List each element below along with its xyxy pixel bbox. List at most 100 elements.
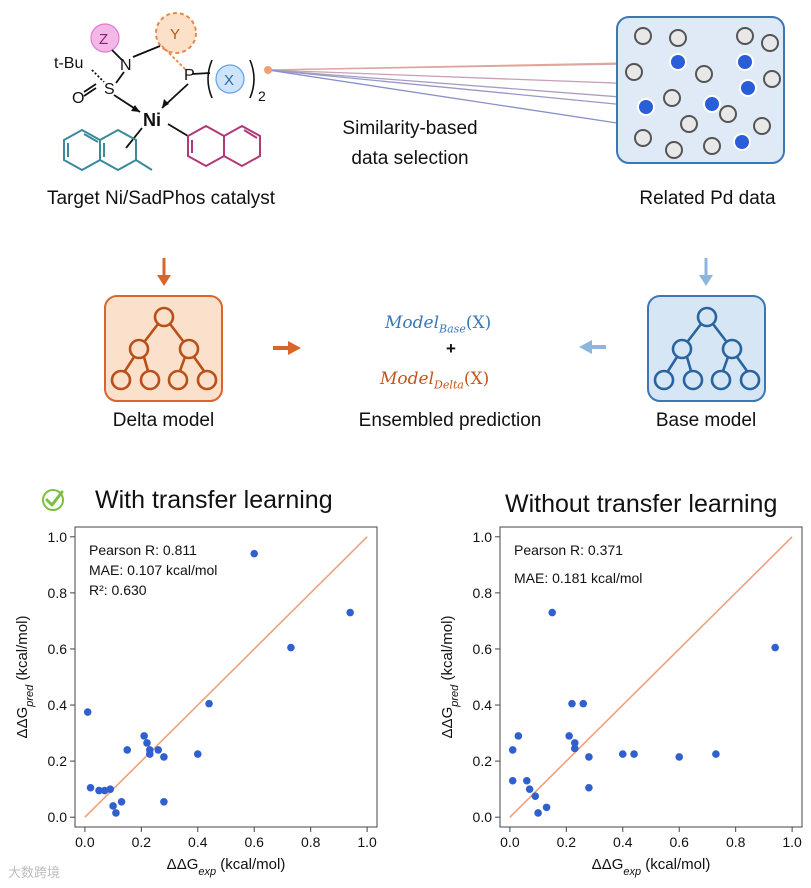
y-tick-label: 0.2 <box>473 753 493 769</box>
data-point <box>205 699 213 708</box>
y-tick-label: 0.0 <box>473 809 493 825</box>
y-tick-label: 0.6 <box>48 641 68 657</box>
o-label: O <box>72 90 84 107</box>
y-tick-label: 0.0 <box>48 809 68 825</box>
x-tick-label: 0.4 <box>613 834 633 850</box>
x-tick-label: 0.4 <box>188 834 208 850</box>
data-point <box>145 750 154 758</box>
data-point <box>95 786 103 795</box>
model-diagram <box>104 258 766 402</box>
data-point <box>514 732 523 740</box>
ni-label: Ni <box>143 110 161 130</box>
data-point <box>160 753 168 761</box>
data-point <box>712 750 720 758</box>
data-point <box>618 750 627 758</box>
left-arrow-icon <box>579 340 606 354</box>
y-tick-label: 1.0 <box>473 529 493 545</box>
naphthyl-group <box>187 124 261 168</box>
stat-annotation: Pearson R: 0.371 <box>514 542 623 558</box>
base-model-box <box>647 295 766 402</box>
data-point <box>123 746 132 754</box>
chart-title-without: Without transfer learning <box>505 490 778 518</box>
p-label: P <box>184 67 195 84</box>
data-point <box>250 549 259 558</box>
s-label: S <box>104 81 115 98</box>
stat-annotation: Pearson R: 0.811 <box>89 542 197 558</box>
right-arrow-icon <box>273 341 301 355</box>
data-point <box>565 732 573 740</box>
y-tick-label: 0.4 <box>473 697 493 713</box>
data-point <box>548 608 557 617</box>
identity-line <box>509 536 793 818</box>
data-point <box>630 750 638 758</box>
data-point <box>83 708 92 716</box>
scatter-plot-without: 0.00.00.20.20.40.40.60.60.80.81.01.0Pear… <box>439 526 803 878</box>
data-point <box>117 797 126 806</box>
data-point <box>531 792 540 800</box>
base-model-label: Base model <box>655 410 757 431</box>
data-point <box>568 699 576 708</box>
x-group-circle <box>215 64 245 94</box>
data-point <box>112 809 120 817</box>
x-tick-label: 0.2 <box>557 834 577 850</box>
x-tick-label: 0.8 <box>301 834 321 850</box>
data-point <box>585 753 593 761</box>
data-point <box>542 803 551 812</box>
x-axis-label: ΔΔGexp (kcal/mol) <box>167 856 286 878</box>
stat-annotation: R²: 0.630 <box>89 582 147 598</box>
down-arrow-delta-icon <box>157 258 171 286</box>
data-point <box>523 776 531 785</box>
data-point <box>109 802 117 810</box>
stat-annotation: MAE: 0.181 kcal/mol <box>514 570 642 586</box>
formula-delta: ModelDelta(X) <box>380 369 490 392</box>
data-point <box>154 746 163 754</box>
data-point <box>193 750 202 758</box>
data-point <box>346 608 354 617</box>
tbu-label: t-Bu <box>54 55 83 72</box>
y-label: Y <box>170 26 180 43</box>
ensemble-label: Ensembled prediction <box>358 410 542 431</box>
n-label: N <box>120 57 132 74</box>
data-point <box>140 732 148 740</box>
y-tick-label: 0.8 <box>473 585 493 601</box>
watermark: 大数跨境 <box>8 865 61 880</box>
z-group-circle <box>90 23 120 53</box>
y-tick-label: 1.0 <box>48 529 68 545</box>
formula-base: ModelBase(X) <box>385 313 492 336</box>
x-axis-label: ΔΔGexp (kcal/mol) <box>592 856 711 878</box>
data-point <box>525 785 534 793</box>
data-point <box>508 746 517 754</box>
x-tick-label: 0.6 <box>244 834 264 850</box>
y-tick-label: 0.8 <box>48 585 68 601</box>
data-point <box>579 699 588 708</box>
pd-data-caption: Related Pd data <box>639 188 776 209</box>
selection-text-line1: Similarity-based <box>342 118 478 139</box>
x-tick-label: 0.0 <box>500 834 520 850</box>
x-tick-label: 0.0 <box>75 834 95 850</box>
data-point <box>508 776 517 785</box>
formula-plus: + <box>446 339 456 358</box>
down-arrow-base-icon <box>699 258 713 286</box>
y-group-circle <box>155 12 197 54</box>
x-label: X <box>224 72 234 89</box>
data-point <box>86 783 95 792</box>
data-point <box>570 739 579 747</box>
check-circle-icon <box>42 489 64 511</box>
x-tick-label: 1.0 <box>782 834 802 850</box>
data-point <box>570 744 579 753</box>
data-point <box>534 809 542 817</box>
stat-annotation: MAE: 0.107 kcal/mol <box>89 562 217 578</box>
data-point <box>106 785 115 793</box>
delta-model-box <box>104 295 223 402</box>
y-tick-label: 0.6 <box>473 641 493 657</box>
y-tick-label: 0.4 <box>48 697 68 713</box>
data-point <box>585 783 593 792</box>
delta-model-label: Delta model <box>112 410 215 431</box>
x-tick-label: 0.8 <box>726 834 746 850</box>
x-tick-label: 1.0 <box>357 834 377 850</box>
x-tick-label: 0.6 <box>669 834 689 850</box>
data-point <box>675 753 684 761</box>
subscript-2: 2 <box>258 88 266 104</box>
selection-text-line2: data selection <box>351 148 469 169</box>
